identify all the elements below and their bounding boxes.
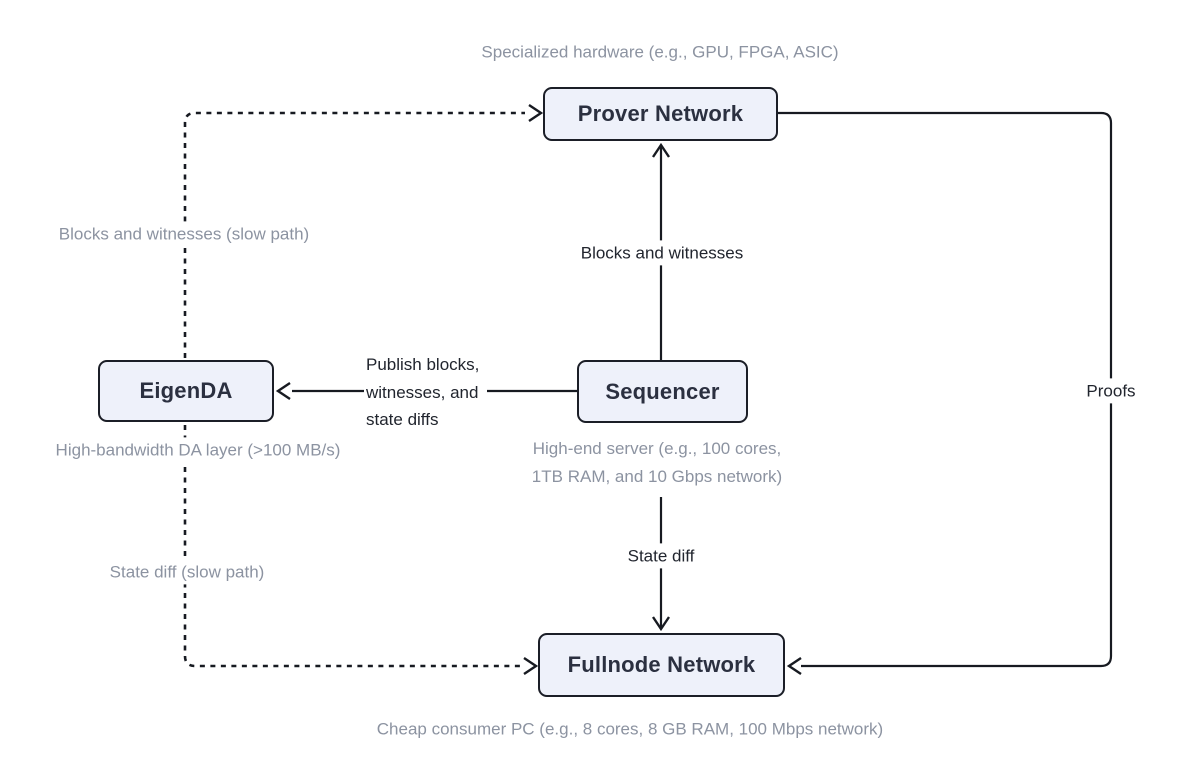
edge-label-publish-line2: witnesses, and — [366, 382, 479, 402]
edge-label-proofs: Proofs — [1080, 378, 1142, 404]
edge-eigenda-to-fullnode-line — [183, 425, 522, 668]
node-prover-network-label: Prover Network — [577, 101, 744, 126]
caption-sequencer-hardware: High-end server (e.g., 100 cores, 1TB RA… — [525, 433, 789, 493]
edge-label-blocks-and-witnesses: Blocks and witnesses — [574, 240, 750, 266]
node-fullnode-network: Fullnode Network — [538, 633, 785, 697]
edge-sequencer-to-prover-arrowhead — [652, 142, 670, 158]
node-eigenda-label: EigenDA — [139, 378, 233, 403]
node-sequencer-label: Sequencer — [605, 378, 720, 404]
node-eigenda: EigenDA — [98, 360, 274, 422]
caption-sequencer-line1: High-end server (e.g., 100 cores, — [532, 439, 782, 458]
edge-label-publish-line3: state diffs — [366, 409, 439, 429]
edge-label-state-diff: State diff — [621, 543, 701, 569]
edge-eigenda-to-fullnode-arrowhead — [523, 657, 539, 675]
edge-sequencer-to-eigenda-arrowhead — [275, 382, 291, 400]
edge-eigenda-to-prover-line — [183, 111, 525, 358]
node-sequencer: Sequencer — [577, 360, 748, 423]
edge-sequencer-to-fullnode-arrowhead — [652, 616, 670, 632]
edge-prover-to-fullnode-line — [778, 111, 1113, 668]
edge-label-state-diff-slow-path: State diff (slow path) — [103, 559, 271, 585]
edge-label-blocks-witnesses-slow-path: Blocks and witnesses (slow path) — [52, 221, 316, 247]
caption-sequencer-line2: 1TB RAM, and 10 Gbps network) — [531, 467, 783, 486]
edge-eigenda-to-prover-arrowhead — [528, 104, 544, 122]
edge-label-publish-blocks: Publish blocks, witnesses, and state dif… — [364, 348, 488, 436]
edge-prover-to-fullnode-arrowhead — [786, 657, 802, 675]
edge-label-publish-line1: Publish blocks, — [366, 354, 480, 374]
caption-eigenda-hardware: High-bandwidth DA layer (>100 MB/s) — [49, 437, 347, 463]
caption-fullnode-hardware: Cheap consumer PC (e.g., 8 cores, 8 GB R… — [376, 719, 884, 739]
node-fullnode-network-label: Fullnode Network — [567, 652, 756, 677]
caption-prover-hardware: Specialized hardware (e.g., GPU, FPGA, A… — [481, 42, 839, 62]
node-prover-network: Prover Network — [543, 87, 778, 141]
